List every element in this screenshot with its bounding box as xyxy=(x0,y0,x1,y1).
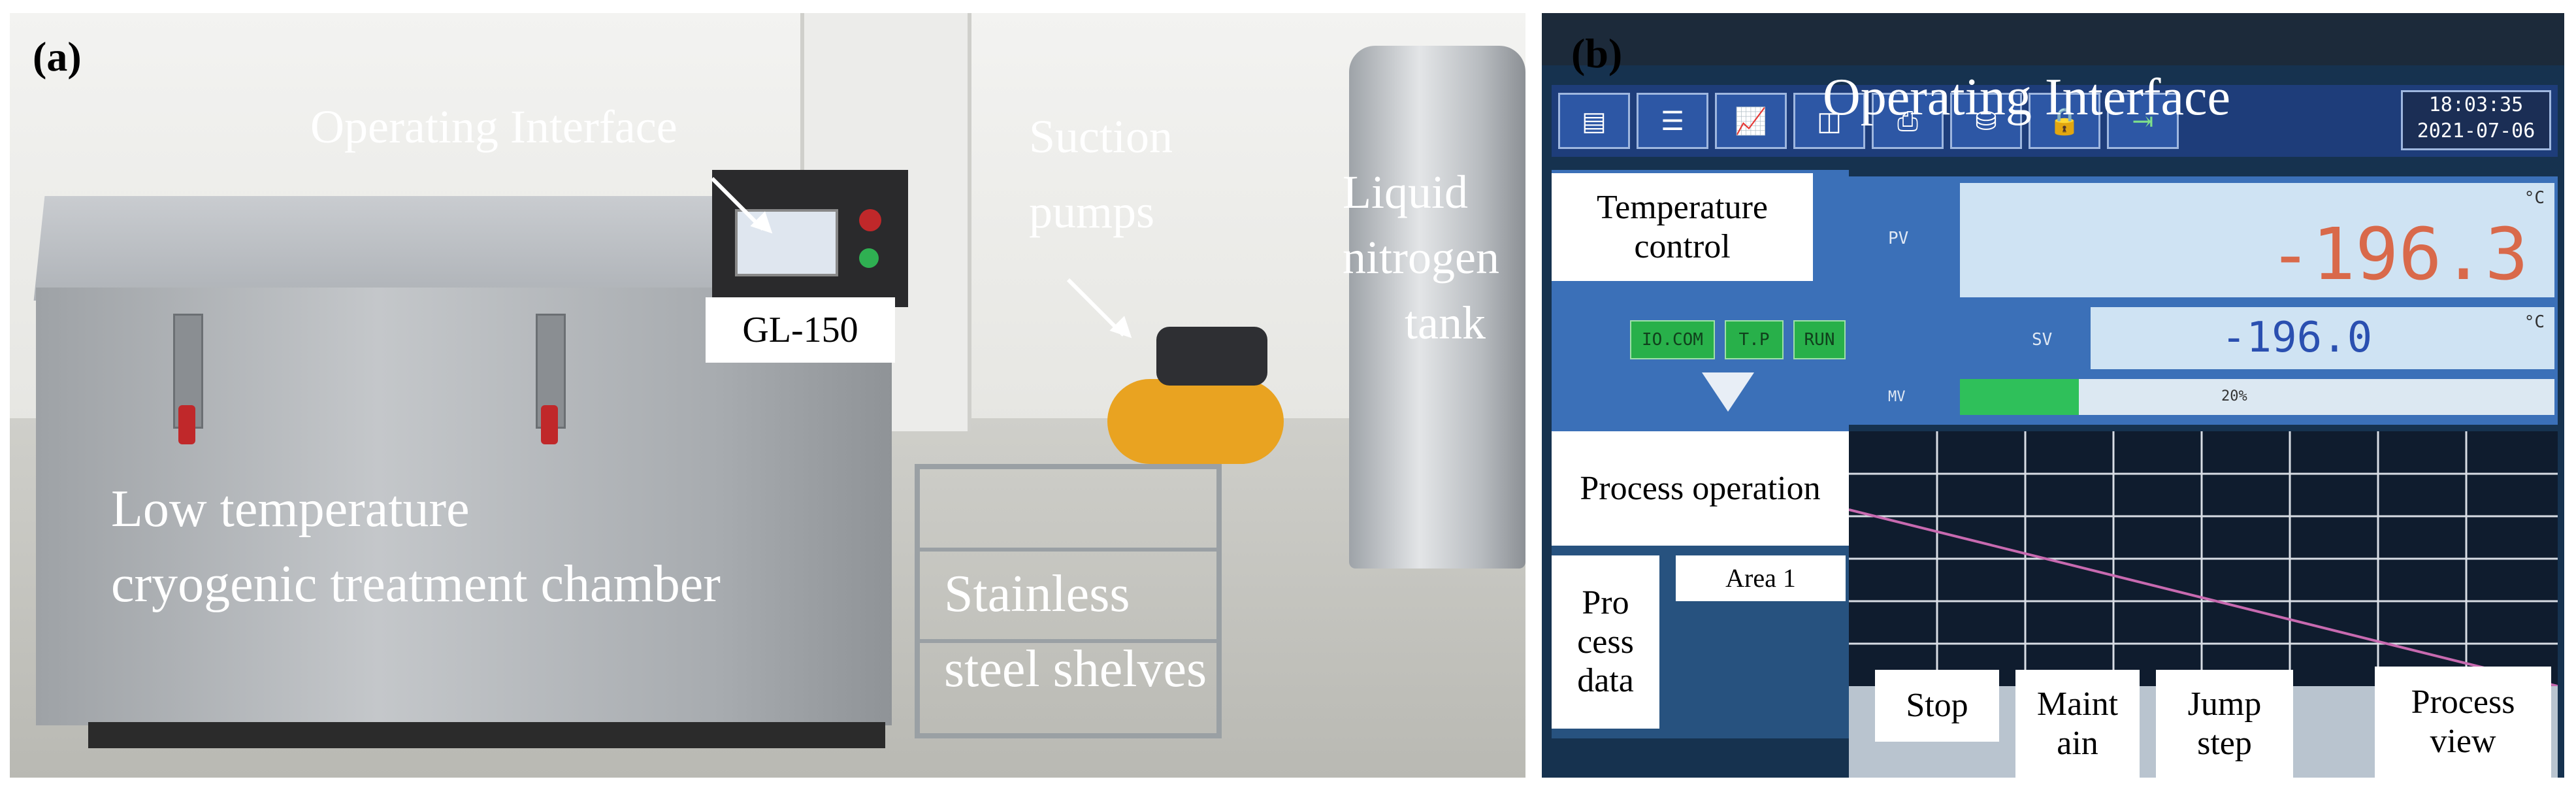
shelf-bar xyxy=(920,548,1216,552)
sv-label: SV xyxy=(2032,330,2053,350)
label-ln2-2: nitrogen xyxy=(1343,231,1499,284)
arrow-down-icon xyxy=(1702,372,1754,412)
menu-icon: ▤ xyxy=(1582,106,1606,136)
clock-time: 18:03:35 xyxy=(2428,93,2524,116)
toolbar-button[interactable]: ◫ xyxy=(1793,93,1865,149)
latch-handle-right xyxy=(541,405,558,444)
chamber-lid xyxy=(33,196,725,301)
mv-label: MV xyxy=(1888,389,1906,405)
ln2-tank xyxy=(1349,46,1525,569)
hmi-title: Operating Interface xyxy=(1823,69,2231,126)
lock-icon: 🔒 xyxy=(2048,106,2081,136)
callout-process-data[interactable]: Pro cess data xyxy=(1552,555,1659,729)
toolbar-button[interactable]: ▤ xyxy=(1558,93,1630,149)
pv-label: PV xyxy=(1888,229,1909,248)
clock-date: 2021-07-06 xyxy=(2417,120,2535,142)
pump-tank xyxy=(1107,379,1284,464)
hmi-photo: ▤ ☰ 📈 ◫ ⎙ ⛁ 🔒 ⇥ 18:03:35 2021-07-06 IO.C… xyxy=(1542,13,2564,778)
start-button xyxy=(859,248,879,268)
label-operating-interface: Operating Interface xyxy=(310,101,677,153)
toolbar-button[interactable]: ☰ xyxy=(1637,93,1708,149)
label-shelves-2: steel shelves xyxy=(944,640,1207,698)
label-ln2-1: Liquid xyxy=(1343,166,1468,218)
pv-unit: °C xyxy=(2524,188,2545,208)
pv-panel: PV -196.3 °C SV -196.0 °C MV 20% xyxy=(1849,176,2558,425)
list-icon: ☰ xyxy=(1661,106,1684,136)
chamber-base xyxy=(88,722,885,748)
latch-handle-left xyxy=(178,405,195,444)
clock: 18:03:35 2021-07-06 xyxy=(2401,90,2551,150)
callout-temperature-control: Temperature control xyxy=(1552,173,1813,281)
emergency-button xyxy=(859,209,881,231)
toolbar-button[interactable]: 🔒 xyxy=(2029,93,2100,149)
trend-svg xyxy=(1848,431,2558,687)
callout-process-operation: Process operation xyxy=(1552,431,1849,546)
panel-letter-a: (a) xyxy=(33,33,82,80)
toolbar-button[interactable]: ⎙ xyxy=(1872,93,1944,149)
label-shelves-1: Stainless xyxy=(944,565,1130,623)
trend-chart xyxy=(1848,431,2558,687)
label-suction-2: pumps xyxy=(1029,186,1155,238)
sv-value: -196.0 xyxy=(2221,314,2373,362)
pv-value: -196.3 xyxy=(2268,212,2528,296)
label-ln2-3: tank xyxy=(1405,297,1486,349)
label-chamber-2: cryogenic treatment chamber xyxy=(111,555,721,613)
database-icon: ⛁ xyxy=(1975,106,1997,136)
maintain-button[interactable]: Maint ain xyxy=(2015,670,2140,778)
trend-line xyxy=(1848,508,2558,687)
chart-icon: ◫ xyxy=(1817,106,1842,136)
pump-motor xyxy=(1156,327,1267,386)
jump-step-button[interactable]: Jump step xyxy=(2156,670,2293,778)
steel-shelf xyxy=(915,464,1222,738)
label-chamber-1: Low temperature xyxy=(111,480,470,538)
pv-display: -196.3 °C xyxy=(1960,183,2554,297)
sv-unit: °C xyxy=(2524,312,2545,332)
toolbar-button[interactable]: ⛁ xyxy=(1950,93,2022,149)
printer-icon: ⎙ xyxy=(1897,106,1918,136)
exit-icon: ⇥ xyxy=(2132,106,2154,136)
toolbar-button[interactable]: ⇥ xyxy=(2107,93,2179,149)
shelf-bar xyxy=(920,639,1216,643)
stop-button[interactable]: Stop xyxy=(1875,670,1999,742)
status-button-tp[interactable]: T.P xyxy=(1725,320,1784,359)
label-suction-1: Suction xyxy=(1029,110,1173,163)
mv-percent: 20% xyxy=(2221,388,2247,404)
mv-bar: 20% xyxy=(1960,379,2554,415)
sv-display[interactable]: -196.0 °C xyxy=(2091,307,2554,369)
trend-icon: 📈 xyxy=(1735,106,1767,136)
status-button-iocom[interactable]: IO.COM xyxy=(1630,320,1715,359)
panel-letter-b: (b) xyxy=(1571,30,1623,76)
photo-equipment: (a) Operating Interface GL-150 Suction p… xyxy=(10,13,1525,778)
status-button-run[interactable]: RUN xyxy=(1793,320,1846,359)
toolbar-button[interactable]: 📈 xyxy=(1715,93,1787,149)
process-view-button[interactable]: Process view xyxy=(2375,667,2551,778)
mv-fill xyxy=(1960,379,2079,415)
label-model: GL-150 xyxy=(706,297,895,363)
callout-area[interactable]: Area 1 xyxy=(1676,555,1846,601)
hmi-toolbar: ▤ ☰ 📈 ◫ ⎙ ⛁ 🔒 ⇥ 18:03:35 2021-07-06 xyxy=(1552,85,2558,157)
